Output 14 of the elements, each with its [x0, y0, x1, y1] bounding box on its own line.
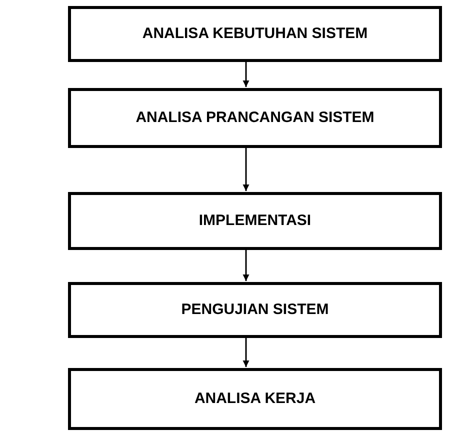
box-label: ANALISA KERJA: [194, 388, 316, 409]
arrow: [242, 148, 250, 191]
arrow: [242, 62, 250, 87]
process-box: [68, 88, 442, 148]
box-label: PENGUJIAN SISTEM: [181, 300, 329, 320]
process-box: [68, 6, 442, 62]
box-label: ANALISA PRANCANGAN SISTEM: [136, 108, 374, 128]
process-box: [68, 282, 442, 338]
arrow: [242, 250, 250, 281]
box-label: ANALISA KEBUTUHAN SISTEM: [142, 24, 368, 44]
box-label: IMPLEMENTASI: [198, 210, 312, 231]
arrow: [242, 338, 250, 367]
process-box: [68, 368, 442, 430]
process-box: [68, 192, 442, 250]
